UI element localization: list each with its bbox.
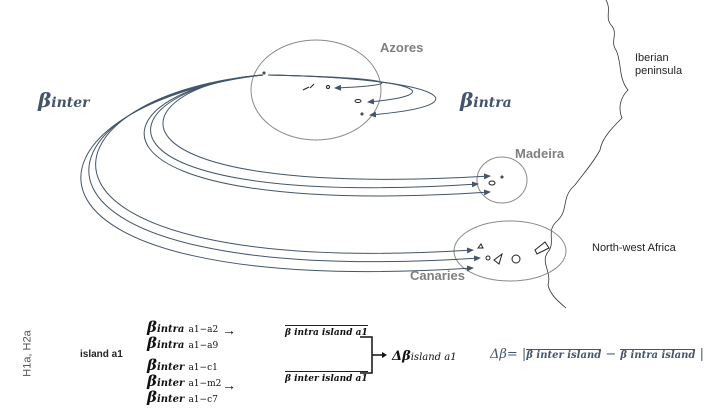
canaries-circle <box>453 220 567 282</box>
islands <box>262 71 550 265</box>
bracket-arrowhead <box>382 352 387 358</box>
inter-arrows <box>80 74 491 272</box>
intra-arrows <box>267 74 437 118</box>
island-label: island a1 <box>80 349 123 360</box>
label-nw-africa: North-west Africa <box>592 242 676 254</box>
coastline <box>544 0 629 309</box>
mean-beta-intra: β intra island a1 <box>285 325 368 338</box>
hypotheses-label: H1a, H2a <box>21 330 34 377</box>
beta-pair-3: βinter a1−c1 <box>147 356 218 374</box>
label-iberian-peninsula: Iberian peninsula <box>635 52 683 77</box>
beta-pair-5: βinter a1−c7 <box>147 388 218 406</box>
azores-circle <box>250 39 382 141</box>
delta-beta-definition: Δβ= |β inter island − β intra island | <box>490 347 704 362</box>
madeira-circle <box>476 156 528 204</box>
arrow-inter: → <box>222 377 236 393</box>
label-canaries: Canaries <box>410 268 465 283</box>
arrow-intra: → <box>222 322 236 338</box>
bracket <box>360 336 382 374</box>
beta-pair-1: βintra a1−a2 <box>147 318 219 336</box>
beta-inter-label: βinter <box>38 88 90 112</box>
beta-intra-label: βintra <box>460 88 512 112</box>
mean-beta-inter: β inter island a1 <box>285 371 368 384</box>
beta-pair-4: βinter a1−m2 <box>147 372 222 390</box>
label-madeira: Madeira <box>515 146 565 161</box>
label-azores: Azores <box>380 40 424 55</box>
beta-pair-2: βintra a1−a9 <box>147 334 219 352</box>
delta-beta-island: Δβisland a1 <box>392 349 457 364</box>
